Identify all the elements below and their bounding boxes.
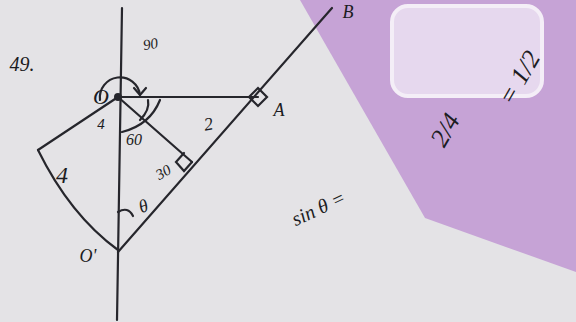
figure-label: 49. [10, 54, 35, 74]
figure-label: sin θ = [288, 187, 348, 229]
figure-label: 4 [97, 117, 105, 132]
right-angle-mark [249, 88, 267, 106]
center-dot [114, 93, 122, 101]
figure-label: O [93, 86, 109, 108]
figure-label: 60 [126, 132, 142, 148]
figure-label: 30 [153, 162, 173, 182]
angle-arc [122, 100, 160, 132]
figure-label: 2 [202, 114, 214, 133]
arrow-head [134, 88, 146, 95]
figure-label: O' [80, 247, 97, 265]
figure-label: B [343, 3, 354, 21]
right-angle-mark [176, 153, 192, 171]
perpendicular [118, 97, 192, 162]
angle-arc [118, 210, 133, 216]
arc [38, 150, 118, 250]
angle-arc [140, 100, 148, 120]
figure-label: 90 [141, 35, 158, 52]
figure-label: 4 [56, 163, 68, 187]
figure-label: A [274, 101, 285, 119]
line-oa [118, 96, 258, 98]
vertical-line [117, 8, 122, 320]
purple-overlay [300, 0, 576, 272]
figure-label: θ [136, 196, 150, 216]
